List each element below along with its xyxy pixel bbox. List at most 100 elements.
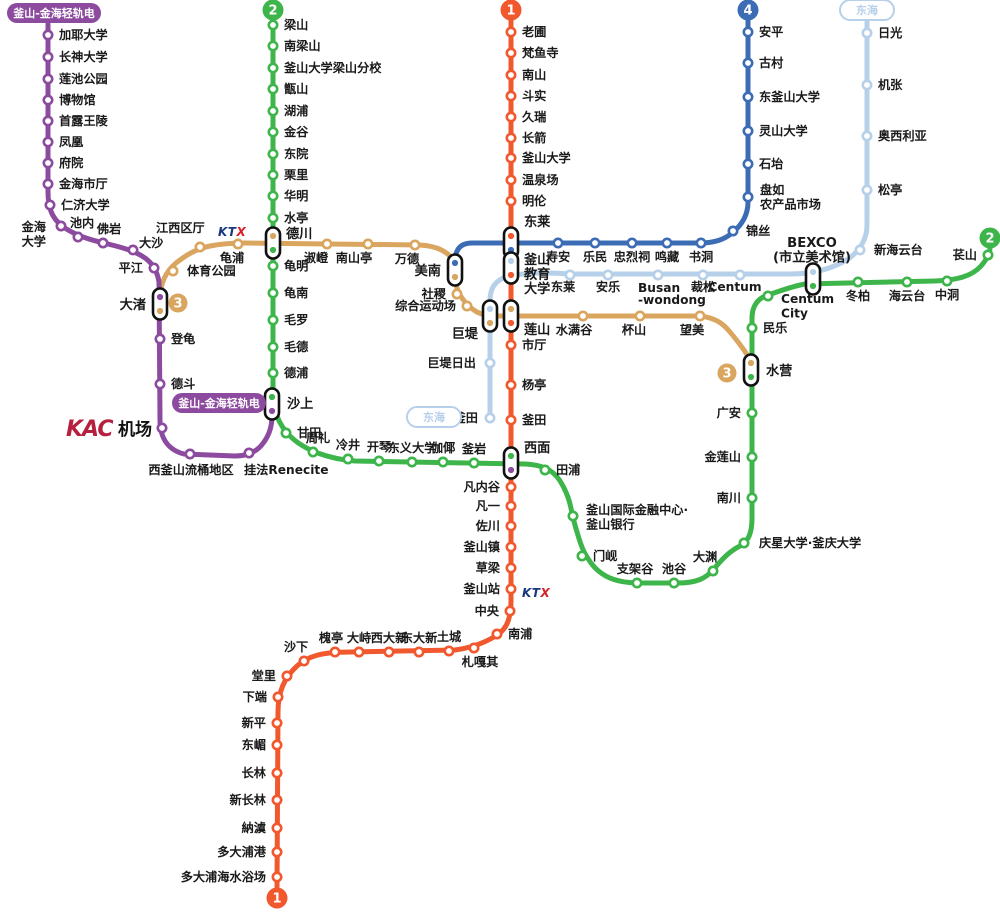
station-门岘 (576, 550, 588, 562)
station-淑嶝 (321, 238, 333, 250)
station-dot (861, 79, 873, 91)
station-多大浦海水浴场 (271, 871, 283, 883)
station-多大浦港 (271, 846, 283, 858)
svg-text:1: 1 (272, 892, 281, 907)
station-石坮 (742, 158, 754, 170)
station-dot (267, 83, 279, 95)
station-label: 明伦 (522, 193, 547, 208)
svg-text:4: 4 (743, 4, 752, 19)
station-label: 江西区厅 (156, 220, 205, 235)
station-庆星大学·釜庆大学 (738, 537, 750, 549)
station-水满谷 (577, 310, 589, 322)
station-label: 德浦 (283, 365, 308, 380)
station-dot (267, 126, 279, 138)
interchange-pill (481, 299, 499, 333)
station-金海大学 (55, 220, 67, 232)
station-label: 裁松 (691, 279, 715, 294)
station-机场 (156, 422, 168, 434)
station-dot (413, 646, 425, 658)
station-label: 万德 (394, 251, 420, 266)
station-裁松 (697, 269, 709, 281)
station-dot (267, 62, 279, 74)
station-首露王陵 (42, 115, 54, 127)
station-dot (271, 794, 283, 806)
station-广安 (746, 407, 758, 419)
station-大沙 (127, 244, 139, 256)
station-label: 寿安 (546, 249, 570, 264)
station-label: 新长林 (229, 792, 266, 807)
station-dot (746, 451, 758, 463)
station-釜山镇 (505, 541, 517, 553)
station-杨亭 (505, 379, 517, 391)
station-下端 (272, 691, 284, 703)
station-dot (505, 152, 517, 164)
station-dot (42, 115, 54, 127)
station-label: 东莱 (524, 213, 551, 230)
station-label: 大峙 (347, 630, 371, 645)
station-釜田 (484, 412, 496, 424)
station-莲池公园 (42, 73, 54, 85)
station-label: 松亭 (878, 182, 902, 197)
station-label: 南浦 (508, 626, 532, 641)
station-label: 门岘 (593, 548, 618, 563)
station-label: 釜山镇 (462, 539, 500, 554)
station-label: 长箭 (522, 130, 546, 145)
svg-text:釜山-金海轻轨电: 釜山-金海轻轨电 (177, 396, 260, 410)
station-label: 巨堤 (452, 326, 479, 342)
station-dot (505, 339, 517, 351)
station-label: 斗实 (522, 88, 546, 103)
station-东嵋 (271, 739, 283, 751)
station-札嘎其 (468, 642, 480, 654)
badge-釜山-金海轻轨电: 釜山-金海轻轨电 (7, 3, 101, 23)
station-巨堤日出 (484, 357, 496, 369)
station-label: 久瑞 (521, 109, 546, 124)
station-label: 沙上 (287, 396, 313, 412)
station-label: 东大新 (401, 630, 438, 645)
station-dot (409, 239, 421, 251)
station-label: 南梁山 (284, 38, 321, 53)
station-label: Busan-wondong (638, 281, 706, 307)
station-label: 奥西利亚 (877, 128, 927, 143)
station-label: 莲池公园 (59, 71, 108, 86)
station-dot (982, 249, 994, 261)
station-dot (861, 27, 873, 39)
station-dot (742, 57, 754, 69)
station-dot (184, 448, 196, 460)
station-dot (861, 184, 873, 196)
station-水亭 (267, 212, 279, 224)
transfer-dot (507, 319, 515, 327)
station-dot (329, 646, 341, 658)
ktx-logo: KTX (522, 586, 550, 600)
station-西釜山流桶地区 (184, 448, 196, 460)
station-label: 苌山 (953, 247, 977, 262)
station-dot (156, 422, 168, 434)
station-金海市厅 (42, 178, 54, 190)
station-dot (505, 90, 517, 102)
station-label: 东釜山大学 (759, 89, 820, 104)
station-label: 新海云台 (874, 242, 923, 257)
station-dot (634, 310, 646, 322)
station-dot (406, 456, 418, 468)
station-label: 龟浦 (220, 250, 244, 265)
station-dot (746, 492, 758, 504)
station-江西区厅 (194, 241, 206, 253)
station-label: 釜山国际金融中心·釜山银行 (585, 502, 688, 532)
station-忠烈祠 (626, 237, 638, 249)
station-机张 (861, 79, 873, 91)
interchange-pill (446, 253, 464, 287)
station-label: 德川 (286, 225, 312, 242)
station-dot (167, 265, 179, 277)
station-納澞 (271, 822, 283, 834)
station-label: 民乐 (763, 320, 788, 335)
station-label: 凤凰 (59, 135, 84, 149)
station-label: 大渊 (693, 549, 717, 564)
station-label: 新平 (242, 715, 266, 730)
transfer-dot (269, 246, 277, 254)
station-dot (267, 260, 279, 272)
station-dot (742, 125, 754, 137)
station-label: 书洞 (689, 249, 713, 264)
station-label: 凡内谷 (463, 479, 500, 494)
station-label: 池内 (70, 215, 94, 230)
